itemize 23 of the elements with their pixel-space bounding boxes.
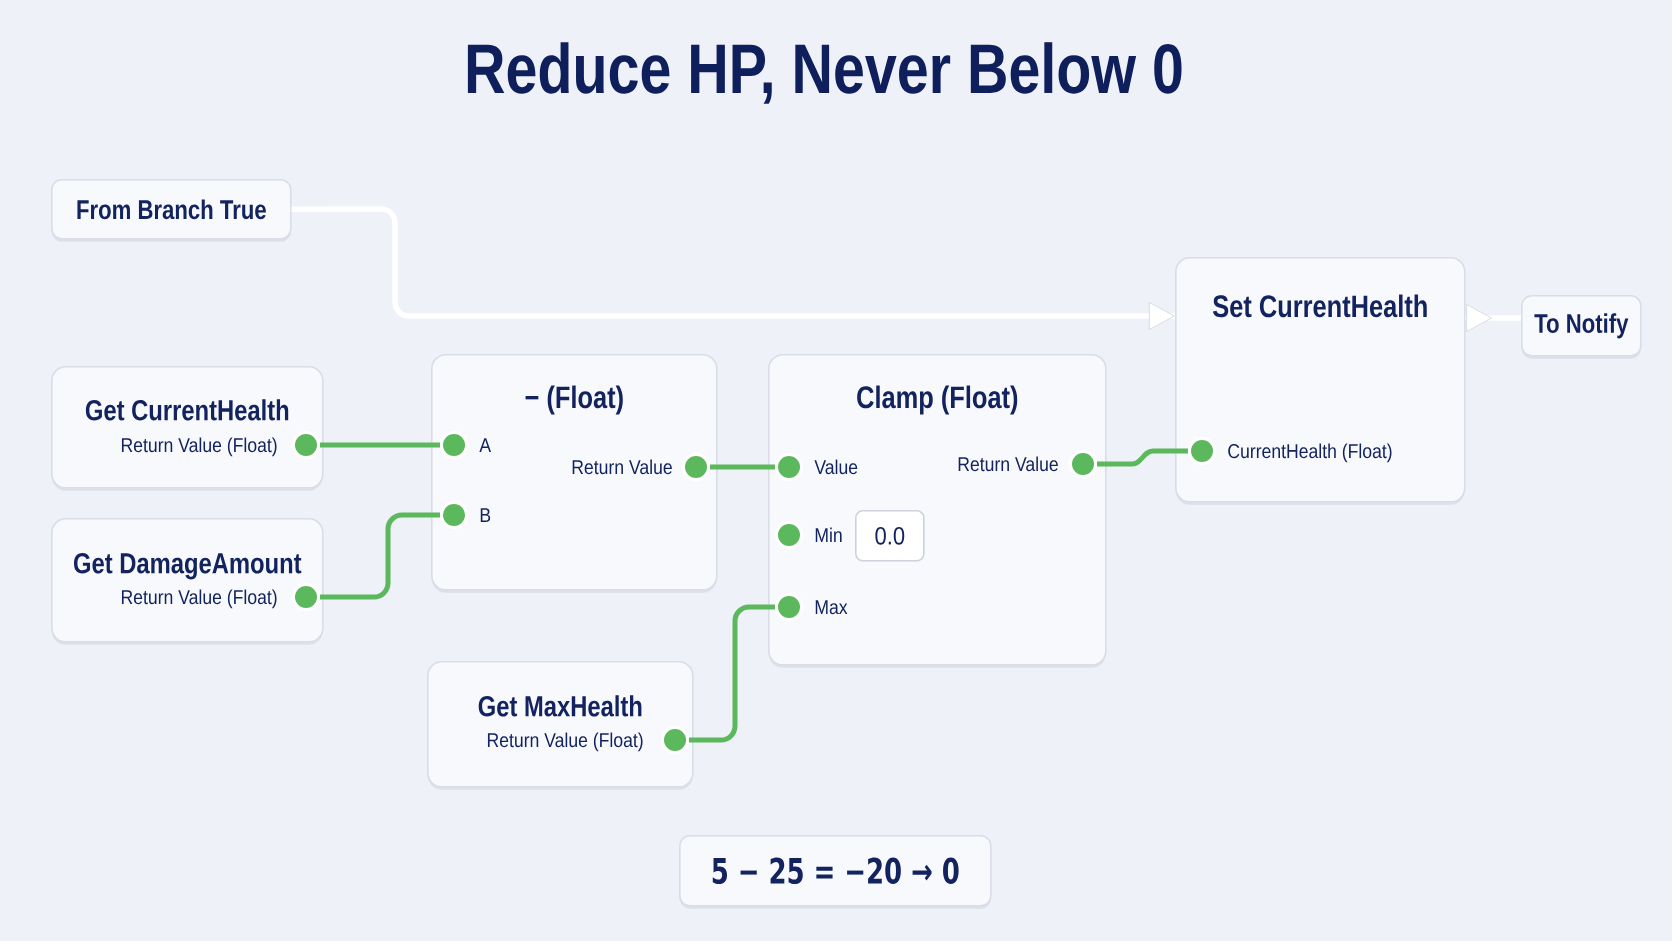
event-box: From Branch True <box>51 179 292 242</box>
pin-label: Value <box>814 459 858 475</box>
pin-label: Return Value <box>958 456 1058 472</box>
event-box: To Notify <box>1521 295 1642 359</box>
pin-label: B <box>480 508 491 522</box>
pin-label: Min <box>815 527 842 542</box>
data-wire <box>1097 448 1188 467</box>
exec-arrow <box>291 206 1175 330</box>
pin-label: Return Value (Float) <box>121 437 277 457</box>
pin-label: Return Value (Float) <box>121 589 277 609</box>
pin-label: A <box>479 438 492 452</box>
data-wire <box>320 442 440 448</box>
data-wire <box>689 604 775 743</box>
pin-label: Max <box>815 600 848 615</box>
pin-label: Return Value (Float) <box>487 732 643 752</box>
data-wire <box>710 464 775 470</box>
exec-arrow <box>1465 304 1521 332</box>
title: Reduce HP, Never Below 0 <box>467 42 1182 104</box>
input-field: 0.0 <box>855 510 925 562</box>
pin-label: CurrentHealth (Float) <box>1228 443 1392 463</box>
data-wire <box>320 512 440 600</box>
pin-label: Return Value <box>572 459 672 475</box>
formula-box: 5 − 25 = −20 → 0 <box>679 835 992 909</box>
